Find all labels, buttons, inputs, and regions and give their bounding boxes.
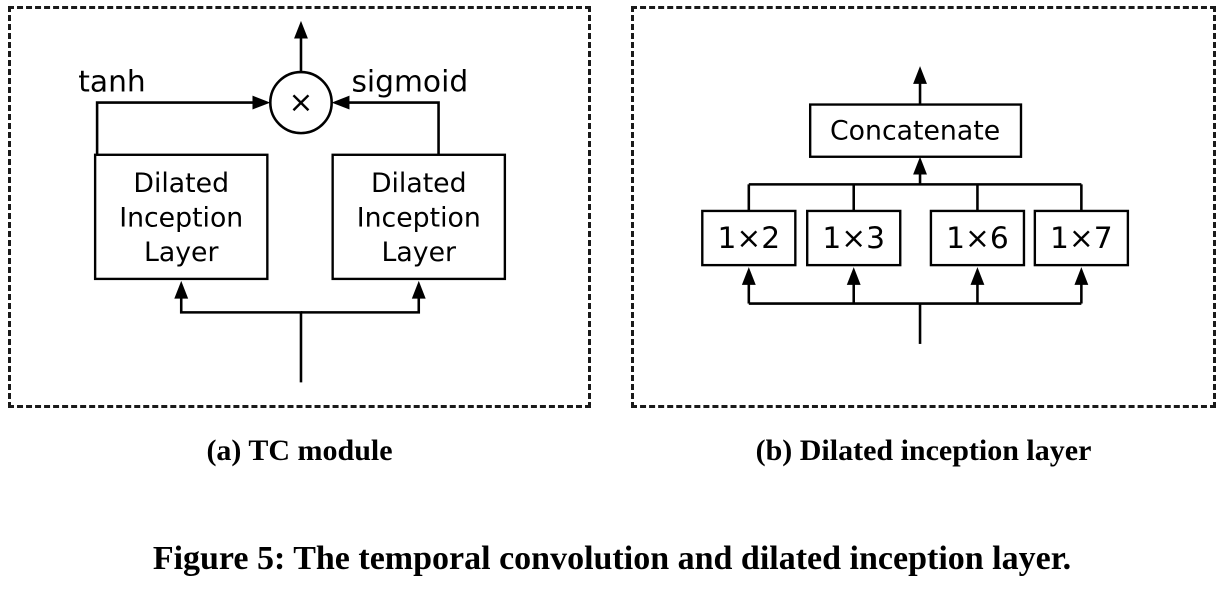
node-kernel-1x6-label: 1×6 [946, 221, 1009, 255]
arrowhead-kernel-1x7 [1074, 267, 1089, 285]
node-kernel-1x7: 1×7 [1033, 209, 1130, 267]
node-left-line1: Dilated [133, 168, 229, 199]
edge-concat-output [913, 66, 927, 105]
node-kernel-1x3-label: 1×3 [822, 221, 885, 255]
node-concatenate-label: Concatenate [830, 116, 1000, 147]
multiply-glyph: × [289, 85, 314, 119]
panel-dilated-inception-layer: Concatenate 1×2 1×3 [631, 6, 1216, 408]
figure-caption: Figure 5: The temporal convolution and d… [152, 540, 1072, 577]
node-kernel-1x2: 1×2 [701, 209, 797, 267]
edge-input-fanout [174, 280, 426, 383]
edge-right-to-multiply [331, 95, 440, 155]
node-right-line2: Inception [357, 202, 481, 233]
node-dilated-inception-right: Dilated Inception Layer [331, 153, 507, 281]
node-left-line3: Layer [144, 237, 218, 268]
arrowhead-left-branch [252, 95, 271, 110]
arrowhead-kernel-1x6 [970, 267, 985, 285]
edge-left-to-multiply [95, 95, 271, 155]
node-right-line3: Layer [382, 237, 456, 268]
subcaption-panel-a: (a) TC module [206, 434, 393, 467]
arrowhead-right-branch [331, 95, 350, 110]
node-kernel-1x3: 1×3 [806, 209, 902, 267]
edge-output [294, 20, 308, 73]
edge-label-tanh: tanh [78, 65, 145, 99]
edge-input-fanout-kernels [741, 267, 1089, 344]
panel-tc-module: × tanh sigmoid Dilated Inception Layer [8, 6, 591, 408]
tc-module-diagram: × tanh sigmoid Dilated Inception Layer [78, 20, 507, 383]
node-left-line2: Inception [119, 202, 243, 233]
arrowhead-kernel-1x3 [846, 267, 861, 285]
edge-label-sigmoid: sigmoid [351, 65, 468, 99]
arrowhead-output [294, 20, 308, 39]
node-dilated-inception-left: Dilated Inception Layer [93, 153, 269, 281]
subcaption-panel-b: (b) Dilated inception layer [755, 434, 1092, 467]
node-kernel-1x7-label: 1×7 [1050, 221, 1113, 255]
arrowhead-input-right [411, 280, 426, 299]
arrowhead-kernel-1x2 [741, 267, 756, 285]
arrowhead-concat-output [913, 66, 927, 84]
node-kernel-1x6: 1×6 [929, 209, 1026, 267]
dilated-inception-diagram: Concatenate 1×2 1×3 [701, 66, 1130, 344]
multiply-operator: × [269, 70, 333, 135]
node-concatenate: Concatenate [808, 103, 1023, 158]
arrowhead-to-concat [913, 156, 927, 175]
node-kernel-1x2-label: 1×2 [717, 221, 780, 255]
arrowhead-input-left [174, 280, 189, 299]
node-right-line1: Dilated [371, 168, 467, 199]
edge-kernels-to-concat [747, 156, 1083, 211]
